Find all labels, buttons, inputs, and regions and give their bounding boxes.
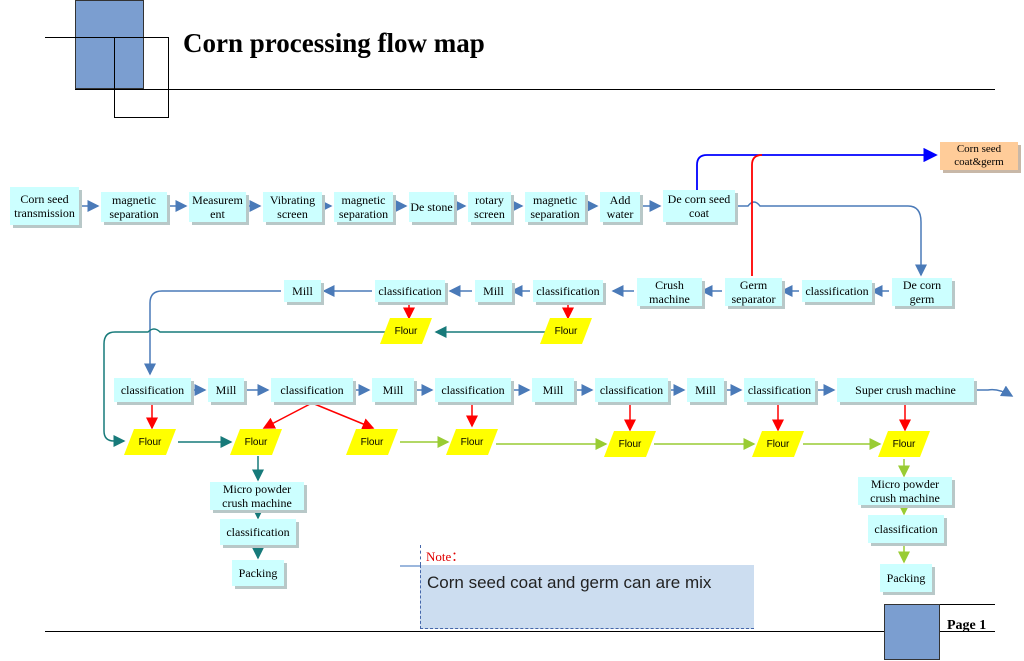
- flour-label: Flour: [554, 325, 578, 337]
- flour-r2-2: Flour: [540, 318, 598, 348]
- node-classification-r3-4: classification: [595, 378, 668, 402]
- flour-r4-7: Flour: [878, 431, 936, 461]
- node-classification-r2c: classification: [375, 280, 445, 302]
- footer-square-blue: [884, 604, 940, 660]
- node-corn-seed-transmission: Corn seed transmission: [10, 187, 79, 225]
- node-classification-r2a: classification: [802, 280, 872, 302]
- node-mill-r3-4: Mill: [687, 378, 724, 402]
- node-magnetic-separation-3: magnetic separation: [525, 192, 585, 222]
- flour-label: Flour: [460, 436, 484, 448]
- node-magnetic-separation-2: magnetic separation: [334, 192, 393, 222]
- footer-square-line: [940, 604, 995, 605]
- flour-r4-4: Flour: [446, 429, 504, 459]
- node-packing-right: Packing: [880, 564, 932, 592]
- note-text: Corn seed coat and germ can are mix: [427, 573, 712, 592]
- header-square-blue: [75, 0, 144, 89]
- node-mill-r2a: Mill: [475, 280, 512, 302]
- flour-r2-1: Flour: [380, 318, 438, 348]
- node-classification-r3-5: classification: [744, 378, 815, 402]
- header-line-short: [45, 37, 169, 38]
- page-number: Page 1: [947, 618, 987, 633]
- footer-rule: [45, 631, 995, 632]
- node-crush-machine: Crush machine: [637, 278, 702, 306]
- node-micro-powder-crush-right: Micro powder crush machine: [858, 477, 952, 505]
- header-rule: [75, 89, 995, 90]
- node-classification-r2b: classification: [533, 280, 603, 302]
- node-mill-r3-2: Mill: [372, 378, 414, 402]
- node-classification-left: classification: [220, 519, 296, 545]
- flour-label: Flour: [244, 436, 268, 448]
- flour-label: Flour: [394, 325, 418, 337]
- node-packing-left: Packing: [232, 560, 284, 586]
- flour-label: Flour: [766, 438, 790, 450]
- node-classification-r3-1: classification: [114, 378, 191, 402]
- note-label: Note：: [426, 549, 465, 564]
- flour-label: Flour: [138, 436, 162, 448]
- flour-r4-5: Flour: [604, 431, 662, 461]
- flour-label: Flour: [618, 438, 642, 450]
- node-classification-right: classification: [868, 515, 944, 543]
- flour-r4-6: Flour: [752, 431, 810, 461]
- flour-r4-3: Flour: [346, 429, 404, 459]
- flour-label: Flour: [892, 438, 916, 450]
- node-vibrating-screen: Vibrating screen: [263, 192, 322, 222]
- page-title: Corn processing flow map: [183, 28, 485, 58]
- node-de-corn-germ: De corn germ: [892, 278, 952, 306]
- node-de-stone: De stone: [409, 192, 454, 222]
- note-box: Corn seed coat and germ can are mix: [420, 565, 754, 629]
- note-marker-line: [420, 545, 421, 565]
- node-rotary-screen: rotary screen: [468, 192, 511, 222]
- node-measurement: Measurem ent: [189, 192, 246, 222]
- node-add-water: Add water: [600, 192, 640, 222]
- node-mill-r3-3: Mill: [532, 378, 574, 402]
- node-de-corn-seed-coat: De corn seed coat: [663, 190, 735, 222]
- node-classification-r3-2: classification: [271, 378, 353, 402]
- flour-r4-1: Flour: [124, 429, 182, 459]
- node-germ-separator: Germ separator: [725, 278, 782, 306]
- flour-label: Flour: [360, 436, 384, 448]
- node-magnetic-separation-1: magnetic separation: [101, 192, 167, 222]
- node-mill-r3-1: Mill: [208, 378, 244, 402]
- flour-r4-2: Flour: [230, 429, 288, 459]
- node-classification-r3-3: classification: [435, 378, 511, 402]
- node-micro-powder-crush-left: Micro powder crush machine: [210, 482, 304, 510]
- node-corn-seed-coat-germ: Corn seed coat&germ: [940, 142, 1018, 170]
- node-mill-r2b: Mill: [284, 280, 321, 302]
- node-super-crush-machine: Super crush machine: [837, 378, 974, 402]
